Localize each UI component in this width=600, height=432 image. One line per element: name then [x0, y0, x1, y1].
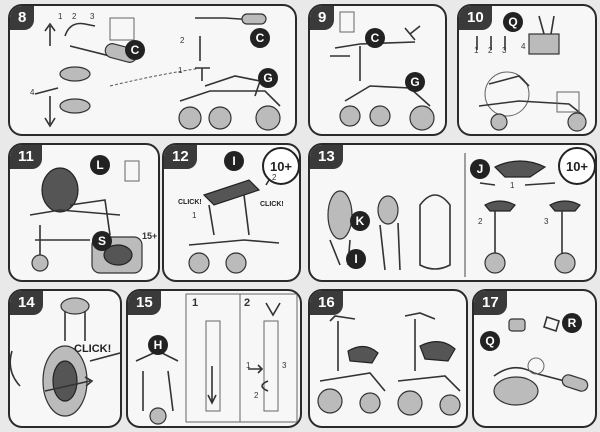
part-number: 3 — [90, 12, 95, 21]
step-number: 10 — [459, 6, 492, 30]
part-number: 1 — [474, 46, 479, 55]
step-13-illustration — [327, 153, 581, 277]
substep-number: 2 — [244, 297, 251, 309]
part-number: 2 — [488, 46, 493, 55]
click-label: CLICK! — [178, 199, 202, 206]
step-15-panel: 15 H 1 2 1 2 3 — [126, 289, 302, 428]
part-tag-s: S — [92, 231, 112, 251]
part-tag-g: G — [405, 72, 425, 92]
part-tag-c: C — [125, 40, 145, 60]
age-badge: 10+ — [262, 147, 299, 185]
step-10-panel: 10 1 2 3 4 Q — [457, 4, 597, 136]
step-number: 11 — [10, 145, 42, 169]
part-number: 2 — [72, 12, 77, 21]
step-14-illustration — [10, 297, 120, 417]
age-label: 15+ — [142, 231, 158, 241]
arrow-down-icon — [44, 96, 56, 128]
part-tag-h: H — [148, 335, 168, 355]
step-11-illustration — [29, 160, 143, 274]
step-8-illustration — [34, 13, 281, 131]
step-number: 14 — [10, 291, 43, 315]
step-10-illustration — [476, 15, 587, 132]
part-tag-q: Q — [480, 331, 500, 351]
step-9-panel: 9 C G — [308, 4, 447, 136]
age-badge: 10+ — [558, 147, 595, 185]
part-number: 3 — [544, 217, 549, 226]
part-number: 1 — [192, 211, 197, 220]
step-16-panel: 16 — [308, 289, 468, 428]
part-number: 4 — [521, 42, 526, 51]
part-number: 2 — [272, 173, 277, 182]
part-tag-k: K — [350, 211, 370, 231]
step-16-illustration — [317, 312, 461, 416]
part-number: 1 — [178, 66, 183, 75]
step-17-illustration — [493, 315, 589, 406]
step-number: 13 — [310, 145, 343, 169]
part-number: 2 — [180, 36, 185, 45]
step-number: 16 — [310, 291, 343, 315]
step-11-panel: 11 L S 15+ — [8, 143, 160, 282]
part-tag-q: Q — [503, 12, 523, 32]
step-number: 12 — [164, 145, 197, 169]
click-label: CLICK! — [74, 343, 112, 355]
part-number: 1 — [246, 361, 251, 370]
step-13-panel: 13 10+ J K I 1 2 3 — [308, 143, 597, 282]
part-tag-l: L — [90, 155, 110, 175]
step-number: 8 — [10, 6, 35, 30]
part-tag-i: I — [224, 151, 244, 171]
part-tag-c: C — [365, 28, 385, 48]
part-number: 1 — [58, 12, 63, 21]
part-tag-i: I — [346, 249, 366, 269]
step-8-panel: 8 1 2 3 4 2 1 C C G — [8, 4, 297, 136]
step-17-panel: 17 Q R — [472, 289, 597, 428]
arrow-up-icon — [44, 22, 56, 46]
part-tag-g: G — [258, 68, 278, 88]
part-number: 4 — [30, 88, 35, 97]
click-label: CLICK! — [260, 201, 284, 208]
step-number: 17 — [474, 291, 507, 315]
step-15-illustration — [135, 293, 298, 425]
step-number: 15 — [128, 291, 161, 315]
part-number: 3 — [502, 46, 507, 55]
step-14-panel: 14 CLICK! — [8, 289, 122, 428]
part-number: 3 — [282, 361, 287, 370]
part-tag-j: J — [470, 159, 490, 179]
part-number: 2 — [478, 217, 483, 226]
step-number: 9 — [310, 6, 335, 30]
part-tag-c: C — [250, 28, 270, 48]
step-12-panel: 12 10+ I CLICK! CLICK! 1 2 — [162, 143, 301, 282]
part-tag-r: R — [562, 313, 582, 333]
part-number: 1 — [510, 181, 515, 190]
step-9-illustration — [330, 11, 435, 131]
substep-number: 1 — [192, 297, 199, 309]
part-number: 2 — [254, 391, 259, 400]
